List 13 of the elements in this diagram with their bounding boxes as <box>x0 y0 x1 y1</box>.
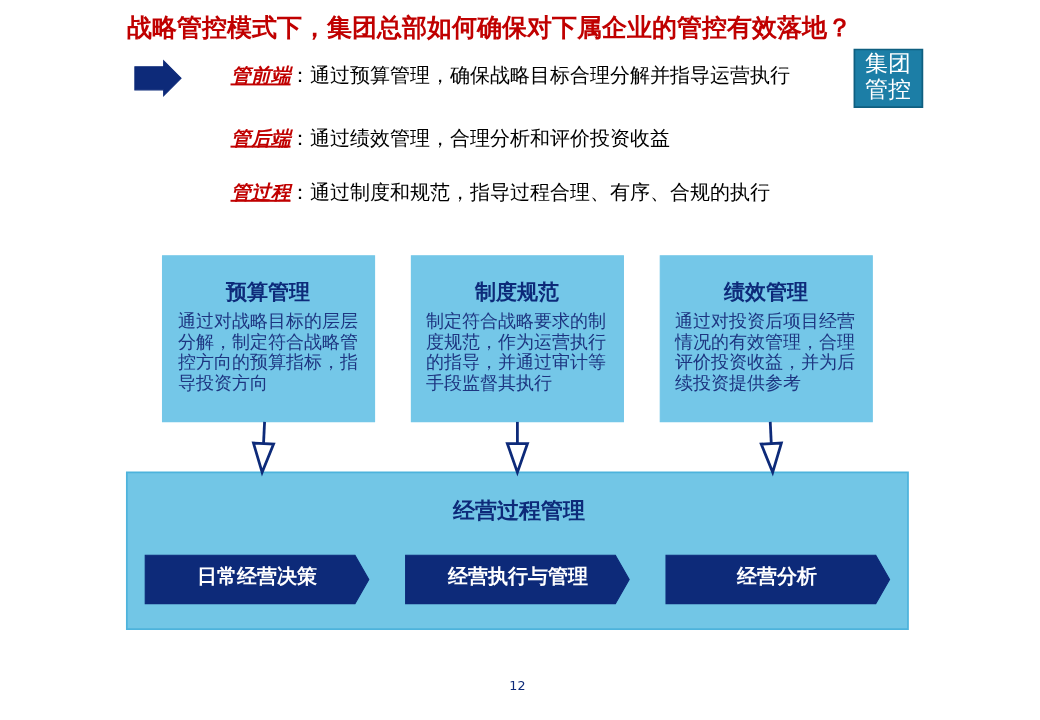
node-box: 预算管理 通过对战略目标的层层分解，制定符合战略管控方向的预算指标，指导投资方向 <box>161 255 376 423</box>
node-box: 集团管控 <box>853 48 924 108</box>
label: 管前端：通过预算管理，确保战略目标合理分解并指导运营执行 <box>230 64 791 88</box>
diagram-title: 战略管控模式下，集团总部如何确保对下属企业的管控有效落地？ <box>126 12 852 43</box>
node-box: 绩效管理 通过对投资后项目经营情况的有效管理，合理评价投资收益，并为后续投资提供参考 <box>659 255 873 423</box>
arrow <box>505 421 530 477</box>
node-box: 制度规范 制定符合战略要求的制度规范，作为运营执行的指导，并通过审计等手段监督其执行 <box>410 255 624 423</box>
label: 管后端：通过绩效管理，合理分析和评价投资收益 <box>230 126 671 150</box>
label: 12 <box>509 677 526 693</box>
label: 管过程：通过制度和规范，指导过程合理、有序、合规的执行 <box>230 180 771 204</box>
node-arrow <box>134 59 182 97</box>
arrow <box>759 421 784 477</box>
arrow <box>251 421 276 477</box>
